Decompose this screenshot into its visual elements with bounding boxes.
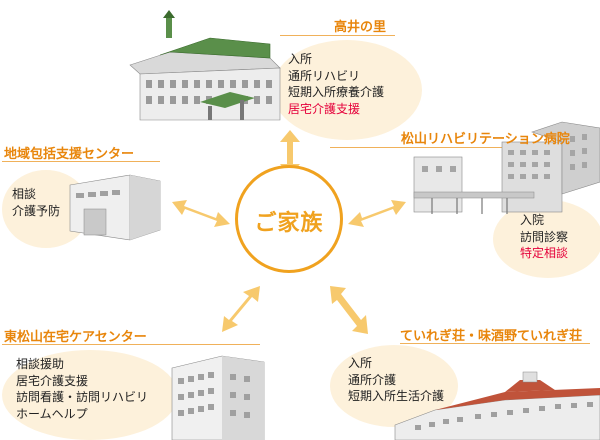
service-item: ホームヘルプ — [16, 406, 88, 421]
facility-title-hospital[interactable]: 松山リハビリテーション病院 — [401, 132, 570, 147]
family-center-label: ご家族 — [254, 211, 324, 236]
facility-services-higashi: 相談援助 居宅介護支援 訪問看護・訪問リハビリ ホームヘルプ — [16, 356, 148, 422]
service-item: 入所 — [348, 356, 373, 370]
rule-higashi — [2, 344, 260, 345]
rule-chiiki — [2, 161, 160, 162]
takai-building-illustration — [129, 10, 281, 121]
service-item: 訪問診察 — [520, 229, 569, 244]
service-item: 相談 — [12, 187, 37, 201]
service-item: 通所介護 — [348, 372, 397, 387]
service-item-highlight: 特定相談 — [520, 246, 569, 260]
service-item: 通所リハビリ — [288, 68, 361, 83]
service-item: 短期入所生活介護 — [348, 389, 445, 403]
service-item: 入所 — [288, 52, 313, 66]
arrow-left — [172, 200, 230, 227]
facility-services-takai: 入所 通所リハビリ 短期入所療養介護 居宅介護支援 — [288, 51, 384, 117]
rule-teiregi — [400, 343, 590, 344]
facility-services-chiiki: 相談 介護予防 — [12, 186, 60, 219]
facility-services-teiregi: 入所 通所介護 短期入所生活介護 — [348, 355, 444, 405]
rule-hospital — [330, 147, 600, 148]
chiiki-building-illustration — [69, 174, 161, 241]
service-item: 入院 — [520, 213, 545, 227]
higashi-building-illustration — [171, 355, 265, 440]
facility-title-higashi[interactable]: 東松山在宅ケアセンター — [4, 330, 147, 345]
facility-title-takai[interactable]: 高井の里 — [334, 20, 387, 35]
blob-higashi — [2, 350, 178, 440]
rule-takai — [280, 35, 395, 36]
teiregi-building-illustration — [394, 371, 600, 440]
blob-takai — [272, 40, 422, 140]
arrow-bottom-right — [330, 286, 368, 334]
family-center-circle — [235, 165, 343, 273]
service-item: 訪問看護・訪問リハビリ — [16, 390, 149, 404]
arrow-bottom-left — [222, 286, 260, 332]
hospital-building-illustration — [413, 121, 600, 214]
service-item: 介護予防 — [12, 203, 61, 218]
arrow-right — [348, 200, 406, 227]
blob-hospital — [493, 200, 600, 278]
service-item-highlight: 居宅介護支援 — [288, 101, 361, 116]
facility-title-teiregi[interactable]: ていれぎ荘・味酒野ていれぎ荘 — [400, 329, 583, 344]
service-item: 相談援助 — [16, 357, 65, 371]
service-item: 居宅介護支援 — [16, 373, 89, 388]
arrow-top — [280, 130, 300, 176]
facility-services-hospital: 入院 訪問診察 特定相談 — [520, 212, 568, 262]
facility-title-chiiki[interactable]: 地域包括支援センター — [4, 147, 135, 162]
service-item: 短期入所療養介護 — [288, 85, 385, 99]
